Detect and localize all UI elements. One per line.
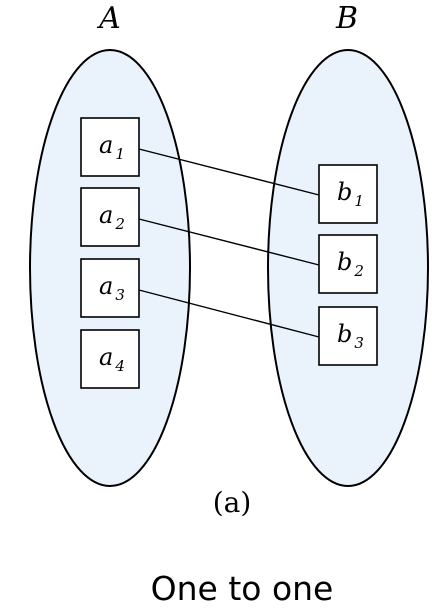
set-b-element-box: [318, 306, 378, 366]
set-a-element-box: [80, 258, 140, 318]
diagram-subtitle: One to one: [151, 569, 334, 608]
set-a-element-box: [80, 117, 140, 177]
diagram-caption: (a): [213, 486, 252, 519]
mapping-line-3: [138, 289, 320, 338]
mapping-lines: [138, 148, 320, 338]
set-b-element-box: [318, 164, 378, 224]
mapping-line-2: [138, 218, 320, 266]
mapping-line-1: [138, 148, 320, 196]
set-a-element-box: [80, 187, 140, 247]
set-b-element-box: [318, 234, 378, 294]
set-a-element-box: [80, 329, 140, 389]
set-b-label: B: [335, 1, 358, 36]
set-a-label: A: [96, 1, 121, 36]
